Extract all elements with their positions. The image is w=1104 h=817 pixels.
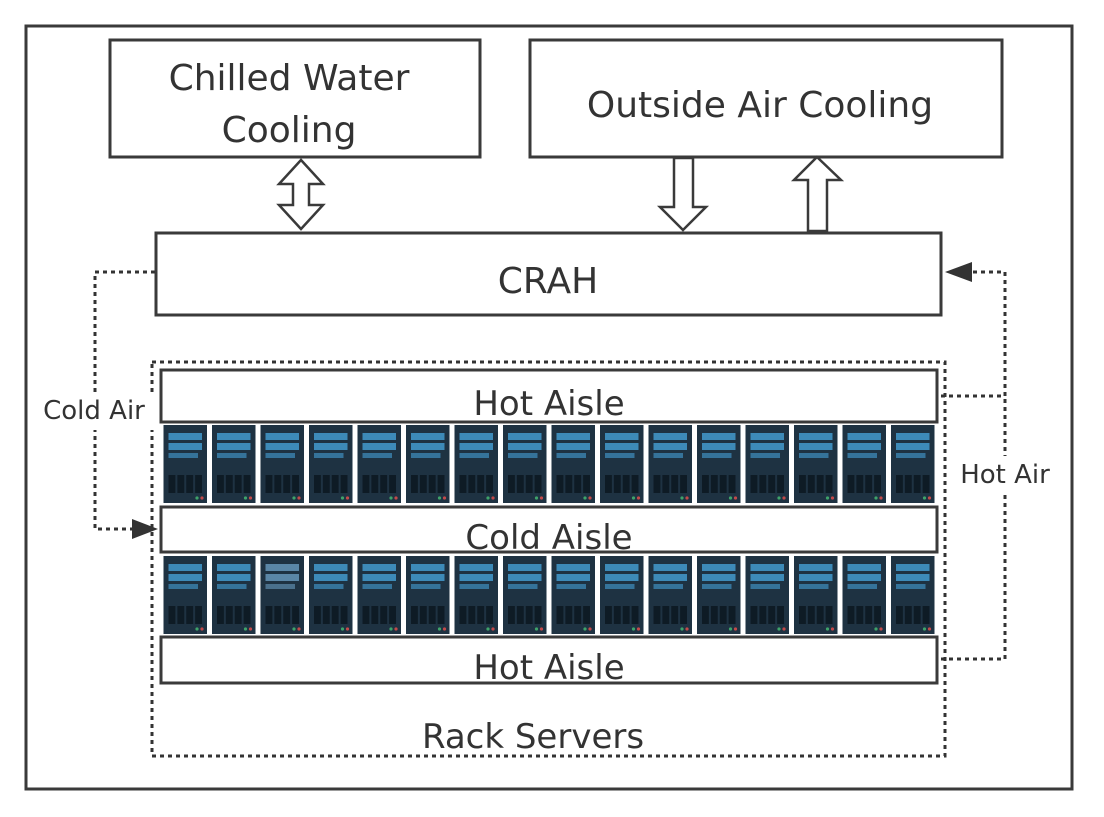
hot-air-label-bg [948, 456, 1062, 494]
hot-air-arrowhead [945, 262, 972, 282]
rack-server [212, 556, 256, 634]
rack-server [794, 425, 838, 503]
cold-air-arrowhead [132, 519, 158, 539]
rack-server [503, 425, 547, 503]
rack-server [406, 425, 450, 503]
rack-server [357, 425, 401, 503]
rack-servers-label: Rack Servers [422, 717, 644, 757]
hot-aisle-top-label: Hot Aisle [473, 384, 624, 424]
rack-server [891, 425, 935, 503]
crah-label: CRAH [498, 261, 598, 302]
rack-server [454, 556, 498, 634]
rack-server [648, 425, 692, 503]
rack-server [212, 425, 256, 503]
hot-air-label: Hot Air [960, 460, 1050, 490]
chilled-water-cooling-box: Chilled Water Cooling [108, 38, 482, 159]
rack-server [406, 556, 450, 634]
rack-servers-enclosure [150, 360, 947, 758]
rack-server [600, 556, 644, 634]
rack-server [309, 556, 353, 634]
crah-to-outside-air-arrow [790, 155, 845, 233]
rack-server [309, 425, 353, 503]
crah-box: CRAH [154, 231, 943, 317]
rack-server [503, 556, 547, 634]
rack-server [163, 556, 207, 634]
rack-server [697, 556, 741, 634]
rack-server [794, 556, 838, 634]
cold-aisle: Cold Aisle [159, 505, 939, 558]
hot-aisle-bottom: Hot Aisle [159, 635, 939, 688]
rack-server [260, 425, 304, 503]
rack-server [648, 556, 692, 634]
rack-server [551, 425, 595, 503]
outside-air-to-crah-arrow [656, 156, 710, 232]
cold-aisle-label: Cold Aisle [465, 518, 632, 558]
chilled-water-crah-double-arrow [276, 158, 326, 231]
cold-air-path [93, 270, 155, 531]
rack-server [842, 556, 886, 634]
rack-server [600, 425, 644, 503]
rack-server [745, 425, 789, 503]
upper-rack-row [163, 425, 935, 503]
rack-server [163, 425, 207, 503]
rack-server [745, 556, 789, 634]
outside-air-cooling-box: Outside Air Cooling [528, 38, 1004, 159]
rack-server [891, 556, 935, 634]
chilled-water-label-line1: Chilled Water [169, 58, 410, 99]
rack-server [697, 425, 741, 503]
hot-air-path [941, 270, 1007, 661]
chilled-water-label-line2: Cooling [222, 110, 357, 151]
cold-air-label-bg [30, 392, 158, 430]
rack-server [454, 425, 498, 503]
hot-aisle-top: Hot Aisle [159, 368, 939, 424]
rack-server [842, 425, 886, 503]
outside-air-label: Outside Air Cooling [587, 85, 933, 126]
rack-server [260, 556, 304, 634]
cold-air-label: Cold Air [43, 396, 145, 426]
rack-server [551, 556, 595, 634]
rack-server [357, 556, 401, 634]
lower-rack-row [163, 556, 935, 634]
hot-aisle-bottom-label: Hot Aisle [473, 648, 624, 688]
